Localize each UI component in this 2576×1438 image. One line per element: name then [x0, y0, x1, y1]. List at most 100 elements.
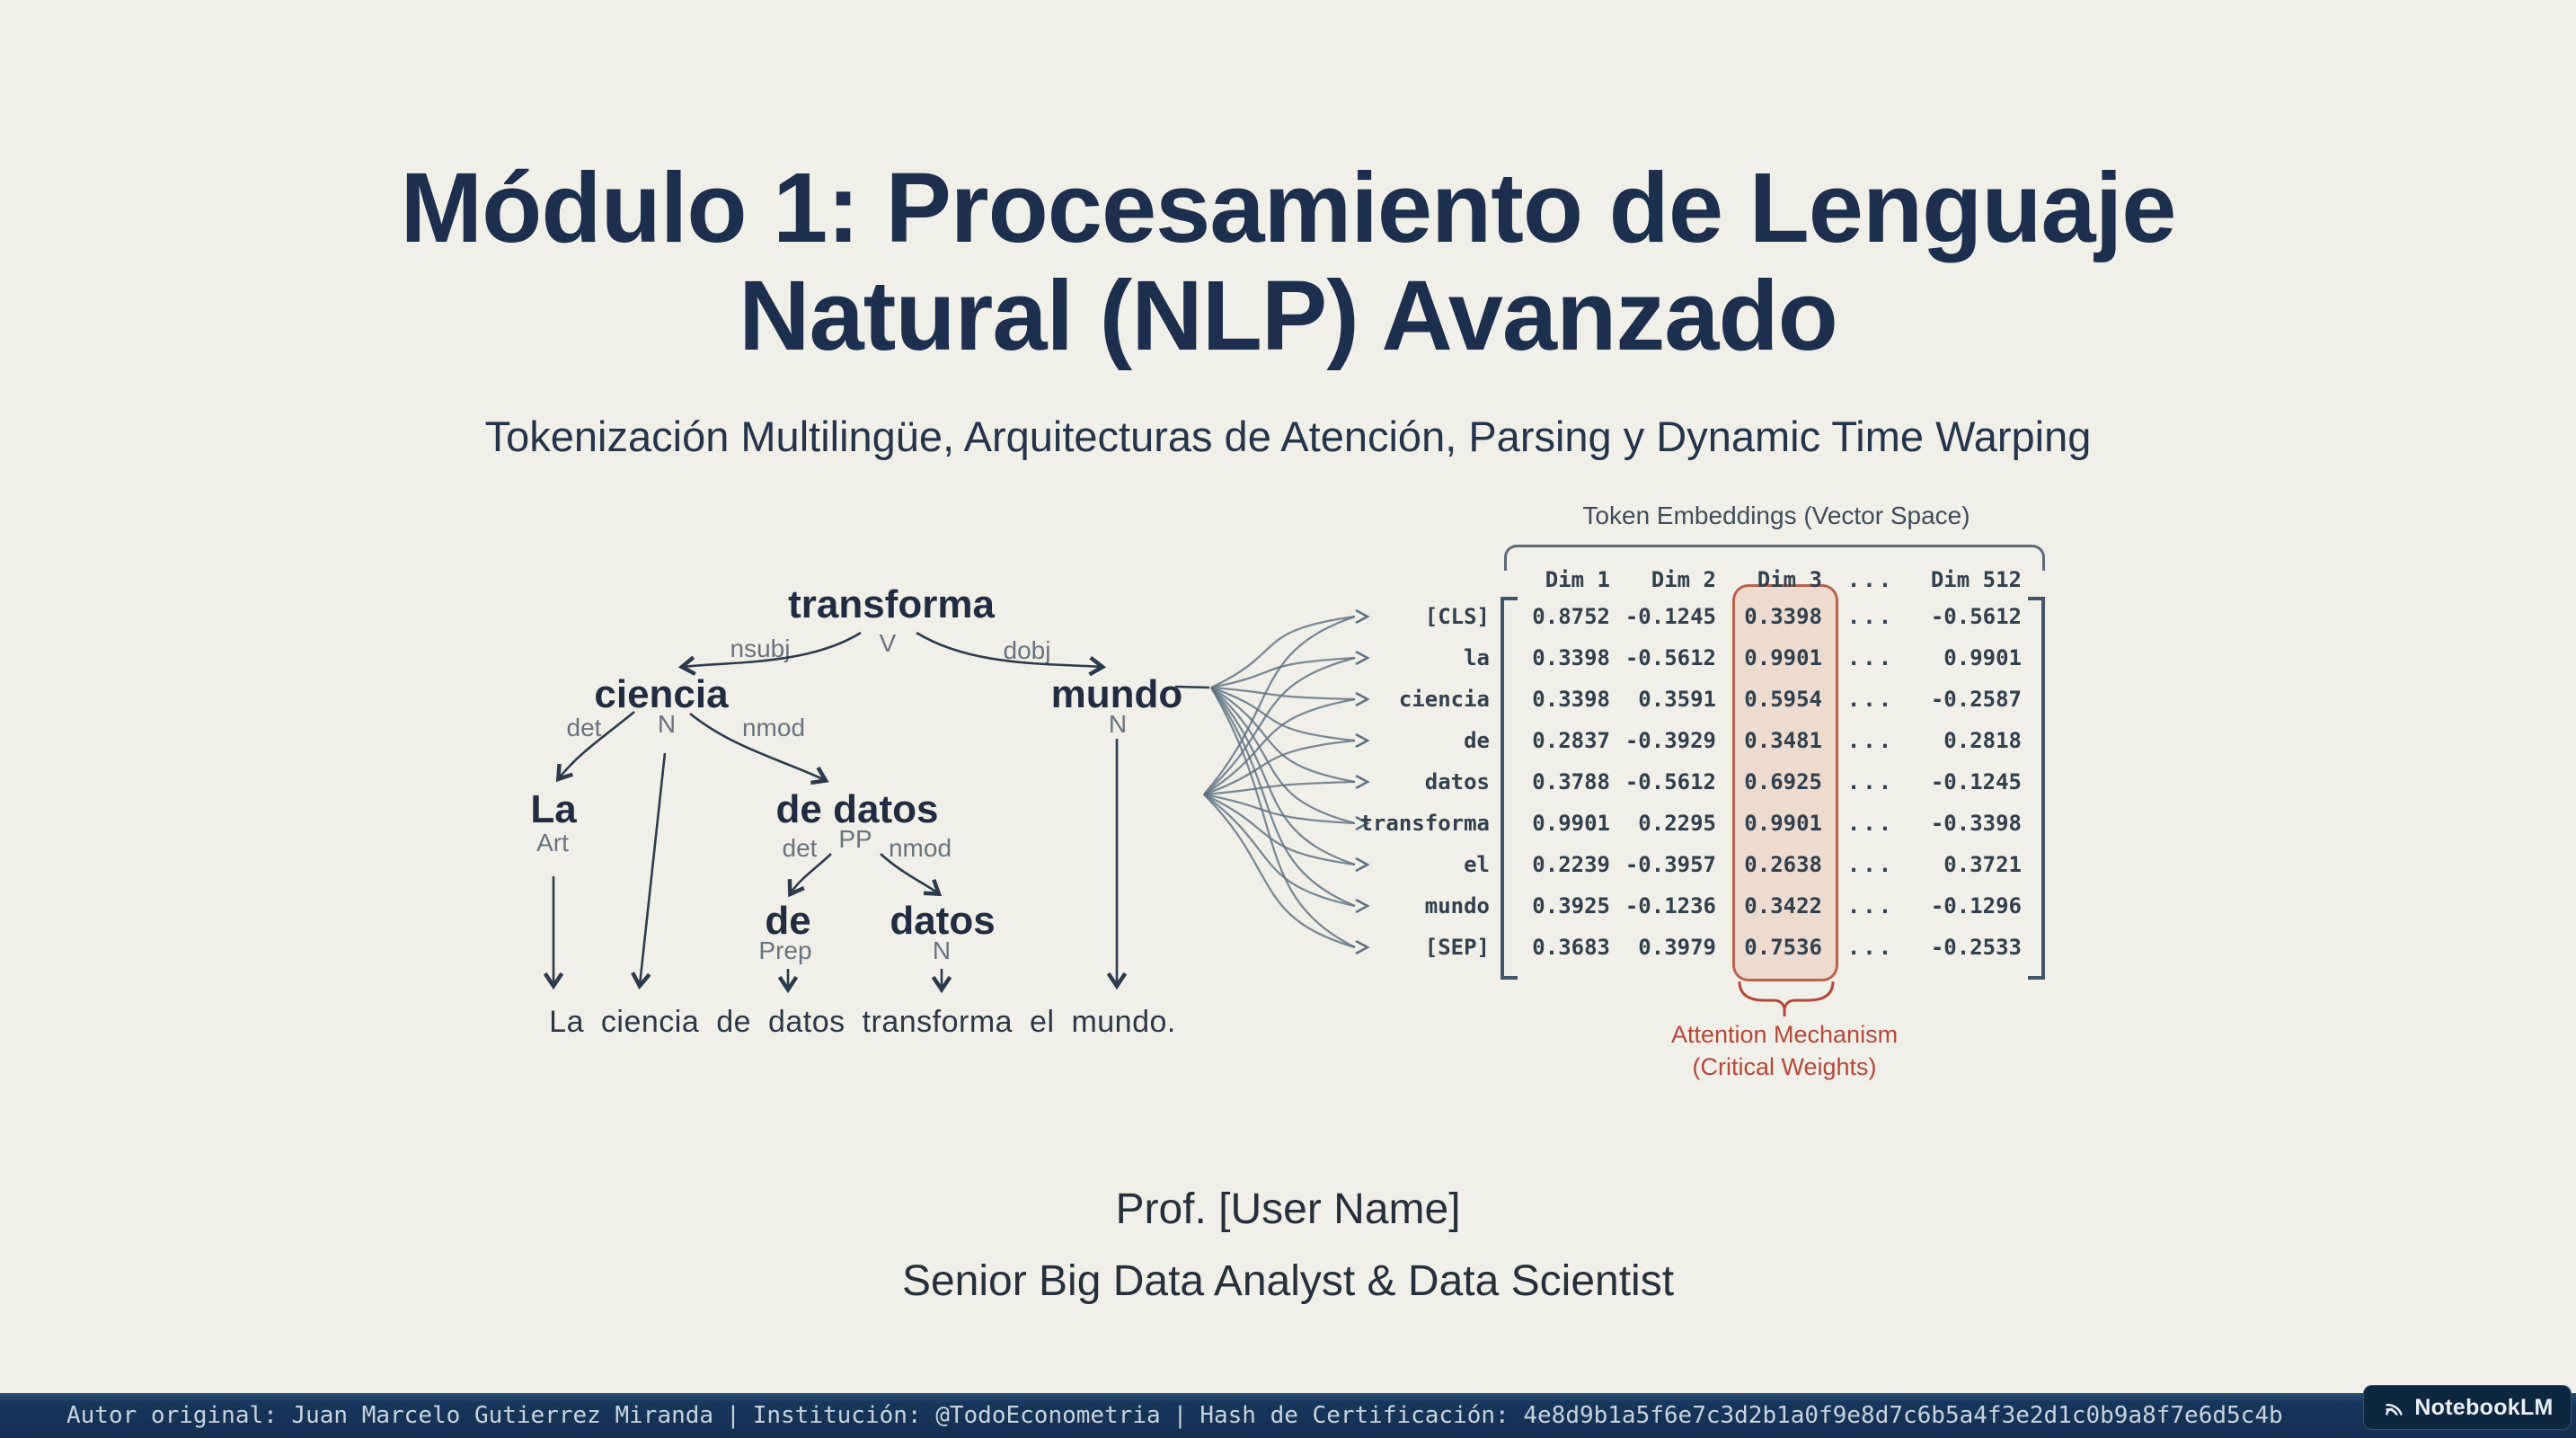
matrix-cell: -0.5612 — [1624, 645, 1716, 670]
matrix-cell: -0.3398 — [1930, 811, 2022, 836]
matrix-cell: 0.3683 — [1532, 935, 1610, 960]
tree-node-transforma: transforma — [788, 582, 995, 626]
matrix-cell: 0.3721 — [1943, 852, 2022, 877]
matrix-row-token: la — [1464, 645, 1490, 670]
matrix-cell: 0.3422 — [1744, 893, 1822, 919]
title-line1: Módulo 1: Procesamiento de Lenguaje — [400, 153, 2177, 263]
matrix-cell: ... — [1846, 811, 1895, 836]
matrix-row-token: el — [1464, 852, 1490, 877]
tree-edge-nmod-ciencia: nmod — [741, 714, 806, 741]
tree-pos-n-ciencia: N — [657, 710, 677, 738]
tree-node-ciencia: ciencia — [594, 672, 729, 716]
matrix-cell: -0.3957 — [1624, 852, 1716, 877]
footer-institucion: Institución: @TodoEconometria — [752, 1402, 1161, 1429]
attention-underbrace — [1738, 981, 1835, 1016]
matrix-cell: -0.3929 — [1624, 728, 1716, 753]
matrix-cell: ... — [1846, 935, 1895, 960]
matrix-cell: 0.2818 — [1943, 728, 2022, 753]
attention-annotation-line1: Attention Mechanism — [1670, 1021, 1899, 1048]
tree-node-de: de — [765, 899, 811, 943]
notebooklm-badge: NotebookLM — [2363, 1385, 2572, 1430]
matrix-cell: ... — [1846, 645, 1895, 670]
matrix-cell: 0.3398 — [1532, 645, 1610, 670]
matrix-header: Dim 3 — [1757, 566, 1822, 592]
embeddings-title: Token Embeddings (Vector Space) — [1582, 502, 1970, 529]
tree-node-mundo: mundo — [1050, 672, 1183, 716]
embeddings-matrix: Dim 1 Dim 2 Dim 3 ... Dim 512 [CLS] 0.87… — [1359, 563, 2040, 968]
matrix-cell: -0.5612 — [1624, 769, 1716, 794]
matrix-cell: 0.3979 — [1638, 935, 1716, 960]
author-block: Prof. [User Name] Senior Big Data Analys… — [0, 1174, 2576, 1318]
matrix-cell: -0.1296 — [1930, 893, 2022, 919]
matrix-cell: 0.9901 — [1744, 645, 1822, 670]
matrix-cell: ... — [1846, 604, 1895, 629]
tree-node-datos: datos — [890, 899, 996, 943]
footer-separator: | — [726, 1402, 740, 1429]
page-title: Módulo 1: Procesamiento de Lenguaje Natu… — [0, 155, 2576, 370]
author-role: Senior Big Data Analyst & Data Scientist — [901, 1257, 1675, 1305]
footer-autor: Autor original: Juan Marcelo Gutierrez M… — [66, 1402, 714, 1429]
matrix-cell: 0.5954 — [1744, 687, 1822, 712]
attention-column-highlight — [1732, 584, 1838, 981]
matrix-row-token: transforma — [1359, 811, 1491, 836]
matrix-cell: 0.6925 — [1744, 769, 1822, 794]
footer-separator: | — [1173, 1402, 1188, 1429]
matrix-header: Dim 2 — [1651, 566, 1716, 592]
matrix-cell: 0.3398 — [1532, 687, 1610, 712]
matrix-cell: 0.7536 — [1744, 935, 1822, 960]
tree-edge-nmod-pp: nmod — [888, 834, 952, 862]
matrix-cell: -0.5612 — [1930, 604, 2022, 629]
footer-bar: Autor original: Juan Marcelo Gutierrez M… — [0, 1393, 2576, 1438]
page-subtitle: Tokenización Multilingüe, Arquitecturas … — [484, 413, 2092, 460]
matrix-row-token: de — [1464, 728, 1490, 753]
footer-credits: Autor original: Juan Marcelo Gutierrez M… — [66, 1393, 2283, 1438]
matrix-cell: 0.2239 — [1532, 852, 1610, 877]
matrix-header: Dim 512 — [1930, 566, 2022, 592]
matrix-cell: -0.1245 — [1624, 604, 1716, 629]
tree-pos-n-mundo: N — [1108, 710, 1128, 738]
tree-pos-v: V — [879, 629, 897, 657]
matrix-cell: -0.1245 — [1930, 769, 2022, 794]
tree-edge-det-pp: det — [782, 834, 818, 862]
matrix-cell: 0.2837 — [1532, 728, 1610, 753]
parsed-sentence: La ciencia de datos transforma el mundo. — [549, 1005, 1176, 1039]
matrix-left-bracket — [1500, 597, 1518, 980]
token-fan-connections — [1203, 608, 1370, 955]
matrix-cell: ... — [1846, 852, 1895, 877]
tree-node-la: La — [530, 787, 577, 831]
matrix-row-token: [SEP] — [1424, 935, 1490, 960]
matrix-header: ... — [1846, 566, 1895, 592]
tree-pos-n-datos: N — [932, 936, 952, 964]
tree-arrows — [543, 631, 1210, 994]
tree-pos-pp: PP — [838, 825, 872, 853]
footer-hash: Hash de Certificación: 4e8d9b1a5f6e7c3d2… — [1199, 1402, 2283, 1429]
matrix-cell: -0.1236 — [1624, 893, 1716, 919]
matrix-cell: -0.2533 — [1930, 935, 2022, 960]
matrix-row-token: mundo — [1424, 893, 1490, 919]
matrix-cell: 0.3398 — [1744, 604, 1822, 629]
tree-pos-prep: Prep — [758, 936, 812, 964]
matrix-cell: 0.9901 — [1744, 811, 1822, 836]
notebooklm-waves-icon — [2386, 1403, 2403, 1416]
matrix-cell: 0.2295 — [1638, 811, 1716, 836]
author-name: Prof. [User Name] — [1115, 1185, 1461, 1233]
matrix-cell: -0.2587 — [1930, 687, 2022, 712]
tree-edge-dobj: dobj — [1003, 636, 1051, 664]
matrix-cell: 0.3925 — [1532, 893, 1610, 919]
matrix-right-bracket — [2028, 597, 2045, 980]
matrix-cell: 0.3481 — [1744, 728, 1822, 753]
tree-edge-det-ciencia: det — [566, 714, 602, 741]
attention-annotation-line2: (Critical Weights) — [1692, 1053, 1877, 1080]
title-line2: Natural (NLP) Avanzado — [739, 261, 1838, 371]
matrix-cell: ... — [1846, 687, 1895, 712]
matrix-row-token: datos — [1424, 769, 1490, 794]
embeddings-top-bracket — [1504, 545, 2045, 571]
matrix-header: Dim 1 — [1545, 566, 1610, 592]
matrix-cell: ... — [1846, 893, 1895, 919]
tree-node-de-datos: de datos — [775, 787, 939, 831]
matrix-cell: 0.2638 — [1744, 852, 1822, 877]
matrix-cell: 0.9901 — [1532, 811, 1610, 836]
matrix-cell: 0.3591 — [1638, 687, 1716, 712]
